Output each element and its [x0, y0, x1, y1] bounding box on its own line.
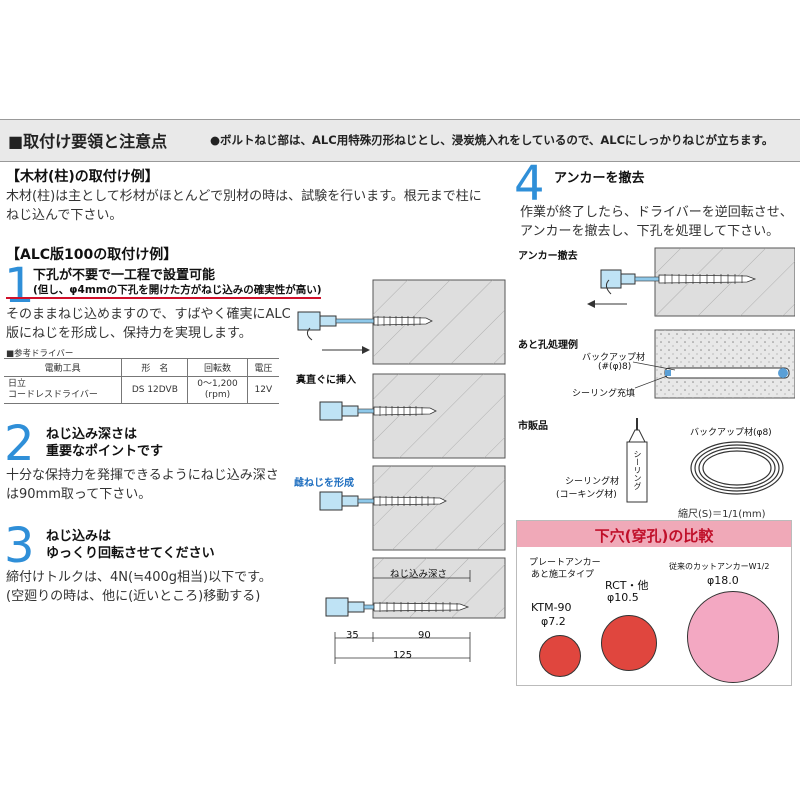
step2-number: 2 — [4, 416, 35, 472]
backup-coil-icon — [690, 441, 784, 495]
step1-line-2: 版にねじを形成し、保持力を実現します。 — [6, 326, 252, 341]
step4-line-2: アンカーを撤去し、下孔を処理して下さい。 — [520, 224, 780, 239]
step3-title-2: ゆっくり回転させてください — [46, 546, 215, 561]
wood-line-2: ねじ込んで下さい。 — [6, 208, 123, 223]
label-anchor-removal: アンカー撤去 — [518, 251, 578, 262]
section-title: ■取付け要領と注意点 — [8, 132, 168, 151]
step2-line-1: 十分な保持力を発揮できるようにねじ込み深さ — [6, 468, 279, 483]
dim-125: 125 — [393, 650, 413, 661]
removal-diagram — [587, 247, 795, 503]
alc-panel-2-hatch — [373, 374, 505, 458]
label-plate-anchor: プレートアンカー — [529, 558, 601, 568]
wood-text: 木材(柱)は主として杉材がほとんどで別材の時は、試験を行います。根元まで柱に ね… — [6, 187, 506, 225]
label-seal-material: シーリング材 — [565, 477, 620, 487]
label-straight-insert: 真直ぐに挿入 — [296, 375, 356, 386]
conventional-hole-circle — [687, 591, 779, 683]
label-form-thread: 雌ねじを形成 — [294, 478, 354, 489]
label-conv-diameter: φ18.0 — [707, 574, 739, 587]
table-row: 日立 コードレスドライバー DS 12DVB 0〜1,200 (rpm) 12V — [4, 376, 279, 404]
label-backup-material: バックアップ材 — [582, 353, 646, 363]
tube-label: シーリング — [633, 450, 642, 490]
dimension-lines — [334, 570, 471, 664]
step3-number: 3 — [4, 518, 35, 574]
step1-text: そのままねじ込めますので、すばやく確実にALC 版にねじを形成し、保持力を実現し… — [6, 305, 306, 343]
ktm-hole-circle — [539, 635, 581, 677]
removed-anchor — [587, 269, 757, 308]
rpm-unit: (rpm) — [204, 390, 231, 400]
anchor-4 — [325, 597, 470, 617]
comparison-title: 下穴(穿孔)の比較 — [594, 527, 714, 545]
rpm-value: 0〜1,200 — [197, 379, 238, 389]
step1-number: 1 — [4, 258, 35, 314]
table-cell-tool: 日立 コードレスドライバー — [4, 376, 122, 404]
caulking-tube-icon — [626, 418, 648, 503]
section-header: ■取付け要領と注意点 ●ボルトねじ部は、ALC用特殊刃形ねじとし、浸炭焼入れをし… — [0, 119, 800, 162]
step3-text: 締付けトルクは、4N(≒400g相当)以下です。 (空廻りの時は、他に(近いとこ… — [6, 568, 306, 606]
label-rct-diameter: φ10.5 — [607, 591, 639, 604]
alc-panel-3-hatch — [373, 466, 505, 550]
anchor-1 — [297, 311, 433, 354]
label-ktm-diameter: φ7.2 — [541, 615, 566, 628]
label-backup-size: (#(φ)8) — [598, 362, 632, 372]
label-hole-treatment: あと孔処理例 — [518, 340, 578, 351]
label-caulking: (コーキング材) — [556, 490, 617, 500]
rct-hole-circle — [601, 615, 657, 671]
table-header: 電動工具 — [4, 358, 122, 377]
anchor-3 — [319, 491, 447, 511]
ref-driver-label: ■参考ドライバー — [6, 349, 74, 359]
label-screw-depth: ねじ込み深さ — [390, 569, 448, 580]
driver-table: 電動工具 形 名 回転数 電圧 日立 コードレスドライバー DS 12DVB 0… — [4, 358, 279, 404]
label-rct: RCT・他 — [605, 579, 649, 592]
comparison-header: 下穴(穿孔)の比較 — [517, 521, 791, 547]
dim-35: 35 — [346, 630, 359, 641]
step1-title: 下孔が不要で一工程で設置可能 — [33, 268, 216, 283]
step2-line-2: は90mm取って下さい。 — [6, 487, 152, 502]
dim-90: 90 — [418, 630, 431, 641]
comparison-panel: 下穴(穿孔)の比較 プレートアンカー あと施工タイプ 従来のカットアンカーW1/… — [516, 520, 792, 686]
step2-text: 十分な保持力を発揮できるようにねじ込み深さ は90mm取って下さい。 — [6, 466, 306, 504]
installation-diagram — [297, 279, 506, 664]
table-cell-rpm: 0〜1,200 (rpm) — [187, 376, 248, 404]
step2-title-1: ねじ込み深さは — [46, 427, 138, 442]
scale-note: 縮尺(S)＝1/1(mm) — [678, 509, 766, 520]
wood-line-1: 木材(柱)は主として杉材がほとんどで別材の時は、試験を行います。根元まで柱に — [6, 189, 482, 204]
alc-heading: 【ALC版100の取付け例】 — [6, 247, 178, 263]
step4-title: アンカーを撤去 — [554, 171, 645, 186]
anchor-2 — [319, 401, 437, 421]
step4-text: 作業が終了したら、ドライバーを逆回転させ、 アンカーを撤去し、下孔を処理して下さ… — [520, 203, 800, 241]
table-cell-model: DS 12DVB — [121, 376, 188, 404]
step1-subtitle: (但し、φ4mmの下孔を開けた方がねじ込みの確実性が高い) — [33, 284, 322, 296]
table-header-row: 電動工具 形 名 回転数 電圧 — [4, 358, 279, 377]
tool-maker: 日立 — [8, 379, 27, 389]
table-header: 電圧 — [246, 358, 279, 377]
step3-line-2: (空廻りの時は、他に(近いところ)移動する) — [6, 589, 261, 604]
step2-title-2: 重要なポイントです — [46, 444, 164, 459]
step1-line-1: そのままねじ込めますので、すばやく確実にALC — [6, 307, 291, 322]
tool-name: コードレスドライバー — [8, 390, 98, 400]
table-header: 回転数 — [187, 358, 248, 377]
label-conventional: 従来のカットアンカーW1/2 — [669, 562, 770, 571]
step4-line-1: 作業が終了したら、ドライバーを逆回転させ、 — [520, 205, 793, 220]
label-sealing: シーリング充填 — [572, 389, 636, 399]
label-ktm: KTM-90 — [531, 601, 572, 614]
label-backup-phi8: バックアップ材(φ8) — [690, 428, 772, 438]
label-plate-type: あと施工タイプ — [531, 570, 595, 580]
wood-heading: 【木材(柱)の取付け例】 — [6, 169, 159, 185]
table-cell-voltage: 12V — [246, 376, 279, 404]
label-commercial: 市販品 — [518, 421, 548, 432]
step3-title-1: ねじ込みは — [46, 529, 112, 544]
header-note: ●ボルトねじ部は、ALC用特殊刃形ねじとし、浸炭焼入れをしているので、ALCにし… — [210, 133, 774, 147]
step4-number: 4 — [514, 156, 545, 212]
step1-underline — [6, 297, 321, 299]
table-header: 形 名 — [121, 358, 188, 377]
step3-line-1: 締付けトルクは、4N(≒400g相当)以下です。 — [6, 570, 272, 585]
